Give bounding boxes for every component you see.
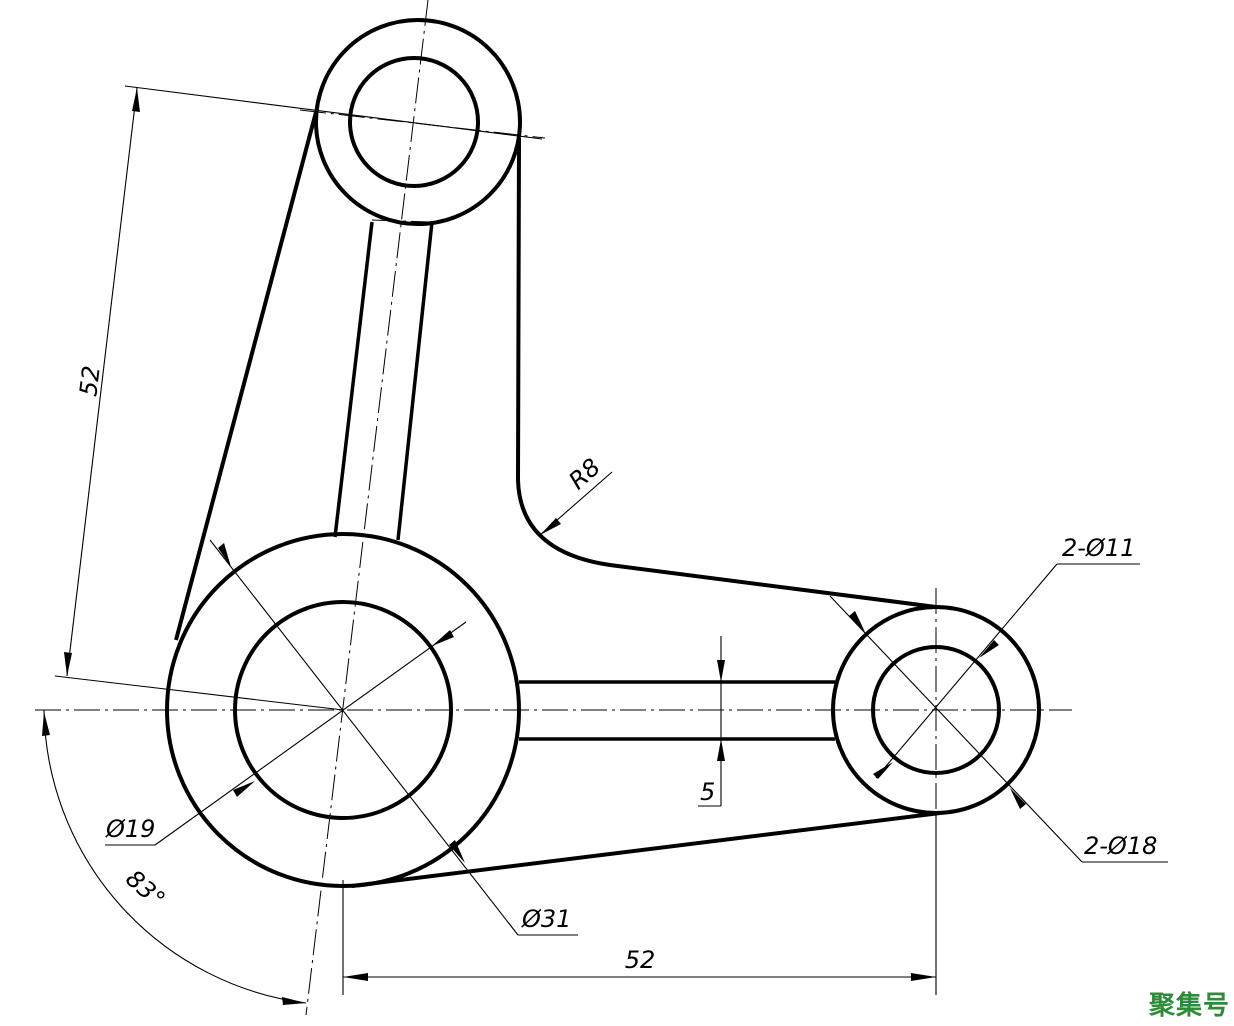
arrow: [42, 712, 50, 736]
arrow: [282, 997, 306, 1005]
arrow: [849, 611, 865, 632]
dimension-lines: [42, 85, 1168, 1005]
dim-label-5: 5: [700, 778, 715, 806]
arrow: [343, 973, 368, 981]
arrow: [233, 781, 255, 797]
arrow: [540, 518, 561, 535]
dim-label-52-horizontal: 52: [625, 946, 656, 974]
rib-centerline: [371, 219, 431, 223]
arrow: [1010, 788, 1026, 809]
arrow: [132, 88, 140, 112]
ext-line-bottom: [54, 675, 344, 711]
arrow: [64, 652, 72, 676]
arrow: [218, 543, 231, 567]
top-boss-outer: [314, 18, 522, 226]
arrow: [432, 630, 454, 646]
small-boss-hole: [871, 645, 1001, 775]
arrow: [449, 840, 465, 863]
right-edge-with-fillet: [515, 137, 937, 609]
left-tangent-edge: [174, 111, 318, 641]
watermark-logo: 聚集号: [1148, 991, 1230, 1021]
large-boss-hole: [233, 600, 453, 820]
inclined-arm-axis: [305, 0, 429, 1016]
dim-label-2-phi18: 2-Ø18: [1084, 832, 1157, 860]
inclined-rib-left: [333, 221, 374, 538]
bottom-tangent-edge: [351, 811, 941, 888]
center-lines: [35, 0, 1072, 1016]
dimension-labels: 52 52 83° R8 2-Ø11 2-Ø18 Ø19 Ø31 5: [74, 364, 1157, 974]
angle-arc-83: [43, 709, 307, 1004]
dim-label-83-angle: 83°: [120, 864, 170, 913]
phi11-line: [875, 563, 1058, 779]
ext-line-top: [124, 85, 543, 140]
dim-label-52-inclined: 52: [74, 364, 106, 398]
phi31-line: [209, 539, 519, 936]
dim-label-phi19: Ø19: [105, 815, 155, 843]
phi18-line: [829, 595, 1083, 863]
phi19-line: [154, 621, 467, 846]
dim-label-2-phi11: 2-Ø11: [1062, 534, 1135, 562]
top-boss-hole: [348, 56, 480, 188]
arrow: [979, 640, 999, 658]
dim-label-phi31: Ø31: [521, 905, 571, 933]
dim-line-52-inclined: [66, 87, 138, 677]
part-outline: [165, 18, 1041, 888]
inclined-rib-right: [396, 221, 434, 541]
arrow: [717, 660, 725, 682]
dim-label-r8: R8: [563, 453, 605, 495]
arrow: [911, 973, 936, 981]
arrow: [717, 739, 725, 761]
arrow: [873, 762, 893, 779]
